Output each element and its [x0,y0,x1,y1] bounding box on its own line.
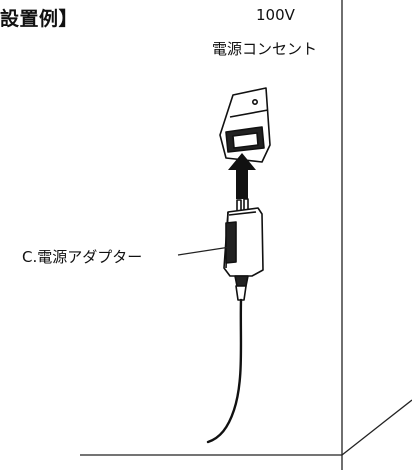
power-outlet [219,87,271,163]
power-cable [206,298,243,444]
insert-arrow [228,153,256,199]
adapter-leader-line [177,246,231,256]
voltage-label: 100V [256,6,295,24]
outlet-label: 電源コンセント [212,40,318,58]
wall-outline [80,0,412,470]
adapter-label: C.電源アダプター [22,248,143,266]
power-adapter [223,198,264,301]
diagram-heading: 設置例】 [0,8,79,30]
